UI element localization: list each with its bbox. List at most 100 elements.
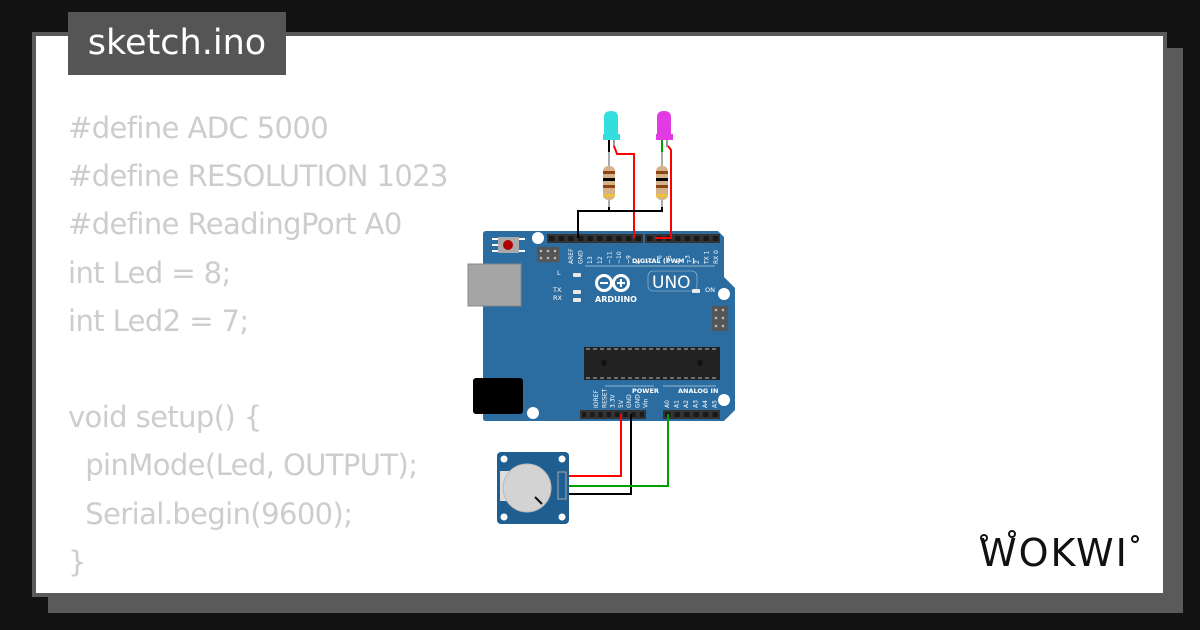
header-pin[interactable] <box>590 412 595 417</box>
logo-node <box>1008 530 1016 538</box>
onboard-led-l <box>573 273 581 277</box>
pin-label: Vin <box>643 398 650 408</box>
pin-label: AREF <box>568 248 575 264</box>
knob-indicator <box>534 496 543 505</box>
header-pin[interactable] <box>712 412 719 417</box>
pin-label: 7 <box>647 260 654 264</box>
header-pin[interactable] <box>616 236 622 241</box>
header-pin[interactable] <box>693 412 700 417</box>
pin-label: A4 <box>702 400 709 408</box>
header-pin[interactable] <box>694 236 700 241</box>
code-preview: #define ADC 5000 #define RESOLUTION 1023 #… <box>68 104 449 586</box>
digital-header-label: DIGITAL (PWM ~) <box>632 257 695 265</box>
onboard-led-label: L <box>557 269 561 277</box>
header-pin[interactable] <box>647 236 653 241</box>
arduino-logo <box>595 274 630 292</box>
onboard-led-label: TX <box>552 286 562 294</box>
header-pin[interactable] <box>635 236 641 241</box>
header-pin[interactable] <box>684 236 690 241</box>
header-pin[interactable] <box>703 412 709 417</box>
mounting-hole <box>527 407 539 419</box>
power-header <box>580 410 646 419</box>
header-pin[interactable] <box>598 412 603 417</box>
header-pin[interactable] <box>615 412 620 417</box>
power-label: POWER <box>632 387 659 395</box>
code-line: } <box>68 544 86 579</box>
file-tab-label: sketch.ino <box>87 23 267 63</box>
wokwi-logo-text: WOKWI <box>979 531 1129 575</box>
onboard-led-on <box>692 289 700 293</box>
header-pin[interactable] <box>582 412 587 417</box>
code-line: #define RESOLUTION 1023 <box>68 159 449 194</box>
header-pin[interactable] <box>623 412 628 417</box>
pin-label: 5V <box>618 399 625 408</box>
code-line: Serial.begin(9600); <box>68 496 353 531</box>
analog-label: ANALOG IN <box>678 387 718 395</box>
code-line: pinMode(Led, OUTPUT); <box>68 448 418 483</box>
icsp-header <box>537 247 559 262</box>
pin-label: ~5 <box>666 255 673 264</box>
wokwi-logo[interactable]: WOKWI <box>975 526 1150 576</box>
pin-label: TX 1 <box>703 250 710 265</box>
pin-label: RX 0 <box>713 250 720 264</box>
mounting-hole <box>532 232 544 244</box>
header-pin[interactable] <box>712 236 719 241</box>
potentiometer-knob[interactable] <box>502 463 552 513</box>
header-pin[interactable] <box>684 412 690 417</box>
wire-pot-signal <box>560 414 669 487</box>
pin-label: ~3 <box>685 255 692 264</box>
header-pin[interactable] <box>568 236 574 241</box>
pin-label: A1 <box>674 400 681 408</box>
onboard-led-rx <box>573 298 581 302</box>
led-cyan[interactable] <box>603 111 620 153</box>
pin-label: A2 <box>683 400 690 408</box>
header-pin[interactable] <box>549 236 555 241</box>
pin-label: IOREF <box>593 390 600 408</box>
resistor-1 <box>603 152 615 210</box>
digital-header-left <box>547 234 643 243</box>
wire-led1-anode <box>613 145 635 238</box>
reset-button[interactable] <box>492 237 525 253</box>
pin-label: A0 <box>664 400 671 408</box>
wire-pot-vcc <box>560 414 622 477</box>
pin-label: 13 <box>587 256 594 264</box>
analog-header <box>663 410 720 419</box>
pin-label: ~11 <box>606 251 613 264</box>
header-pin[interactable] <box>597 236 603 241</box>
pin-label: 12 <box>597 256 604 264</box>
pin-label: 2 <box>694 260 701 264</box>
header-pin[interactable] <box>577 236 584 241</box>
wire-ground-resistors <box>577 207 663 238</box>
pin-label: RESET <box>601 388 608 408</box>
pin-label: A3 <box>693 400 700 408</box>
header-pin[interactable] <box>675 236 681 241</box>
usb-port <box>467 263 522 307</box>
header-pin[interactable] <box>631 412 636 417</box>
code-line: #define ADC 5000 <box>68 111 329 145</box>
logo-node <box>1131 535 1139 543</box>
mounting-hole <box>718 288 730 300</box>
pin-label: ~9 <box>626 255 633 264</box>
arduino-label: ARDUINO <box>595 295 637 304</box>
microcontroller-chip <box>584 347 720 380</box>
header-pin[interactable] <box>587 236 593 241</box>
header-pin[interactable] <box>606 236 613 241</box>
onboard-led-label: ON <box>705 286 715 294</box>
potentiometer[interactable] <box>497 452 569 524</box>
header-pin[interactable] <box>703 236 709 241</box>
header-pin[interactable] <box>558 236 565 241</box>
pin-label: 3.3V <box>610 393 617 408</box>
header-pin[interactable] <box>639 412 644 417</box>
header-pin[interactable] <box>674 412 681 417</box>
code-line: #define ReadingPort A0 <box>68 207 402 242</box>
header-pin[interactable] <box>606 412 611 417</box>
file-tab[interactable]: sketch.ino <box>68 12 286 75</box>
mounting-hole <box>718 394 730 406</box>
header-pin[interactable] <box>625 236 632 241</box>
pin-label: 8 <box>635 260 642 264</box>
wire-led2-anode <box>655 145 672 239</box>
led-magenta[interactable] <box>656 111 673 153</box>
pin-label: ~10 <box>616 251 623 264</box>
resistor-2 <box>656 152 668 210</box>
